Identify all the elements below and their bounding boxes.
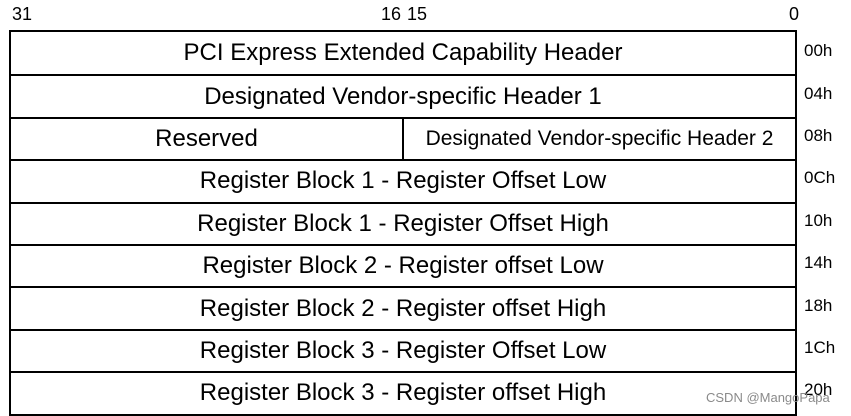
offset-label: 00h [804,41,833,61]
register-row: Designated Vendor-specific Header 1 [11,74,795,116]
register-row: PCI Express Extended Capability Header [11,32,795,74]
offset-label: 10h [804,210,833,230]
register-row: Register Block 3 - Register Offset Low [11,328,795,371]
offset-label: 0Ch [804,168,836,188]
register-field: PCI Express Extended Capability Header [183,39,623,67]
register-field: Register Block 1 - Register Offset Low [199,167,607,195]
offset-label: 20h [804,380,833,400]
register-field: Register Block 3 - Register Offset Low [199,336,607,364]
register-field-reserved: Reserved [11,118,404,160]
register-field: Designated Vendor-specific Header 1 [204,82,602,110]
register-table: PCI Express Extended Capability Header D… [9,30,797,416]
register-field: Register Block 2 - Register offset High [199,294,607,322]
offset-column: 00h 04h 08h 0Ch 10h 14h 18h 1Ch 20h [804,30,850,412]
watermark: CSDN @MangoPapa [706,390,830,405]
bit-label-15: 15 [407,4,428,24]
register-field: Register Block 2 - Register offset Low [202,252,604,280]
bit-label-16: 16 [381,4,402,24]
register-row: Register Block 3 - Register offset High [11,371,795,413]
bit-label-31: 31 [12,4,33,24]
offset-label: 04h [804,83,833,103]
register-row: Register Block 1 - Register Offset Low [11,159,795,201]
offset-label: 14h [804,253,833,273]
offset-label: 1Ch [804,337,836,357]
register-field: Register Block 3 - Register offset High [199,379,607,407]
offset-label: 08h [804,125,833,145]
register-field: Register Block 1 - Register Offset High [197,209,609,237]
register-row: Reserved Designated Vendor-specific Head… [11,116,795,160]
register-row: Register Block 2 - Register offset Low [11,243,795,286]
register-field: Designated Vendor-specific Header 2 [425,126,774,150]
register-row: Register Block 1 - Register Offset High [11,201,795,244]
offset-label: 18h [804,295,833,315]
bit-label-0: 0 [789,4,800,24]
register-row: Register Block 2 - Register offset High [11,286,795,328]
